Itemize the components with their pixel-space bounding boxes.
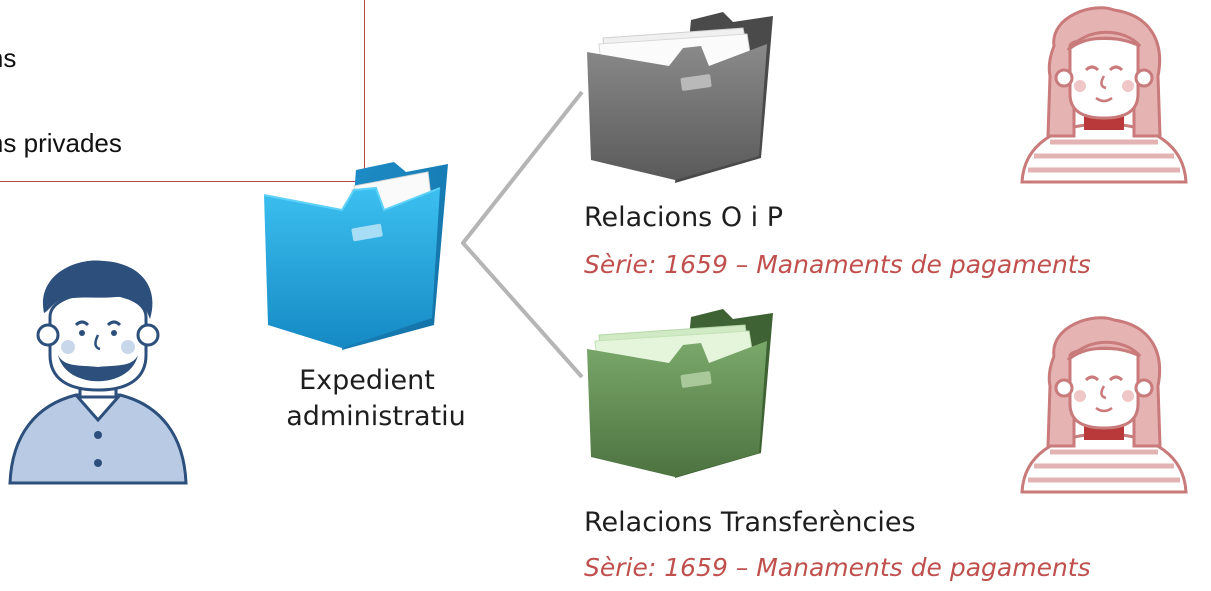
branch-bottom-title: Relacions Transferències [584,507,916,538]
branch-top-title: Relacions O i P [584,202,784,233]
blue-folder-icon [263,162,448,350]
gray-folder-icon [587,12,773,183]
list-item: ctacions privades [0,128,122,158]
branch-bottom-series: Sèrie: 1659 – Manaments de pagaments [584,553,1091,582]
branch-top-series: Sèrie: 1659 – Manaments de pagaments [584,250,1091,279]
expedient-label: Expedient administratiu [266,363,486,436]
expedient-label-line2: administratiu [286,401,466,433]
woman-avatar-icon [1020,6,1188,184]
list-item: ctacions [0,43,17,73]
expedient-label-line1: Expedient [299,365,435,396]
category-list-box: ents ctacions es ctacions privades [0,0,365,182]
woman-avatar-icon [1020,316,1188,494]
man-avatar-icon [8,260,188,485]
green-folder-icon [587,309,773,478]
